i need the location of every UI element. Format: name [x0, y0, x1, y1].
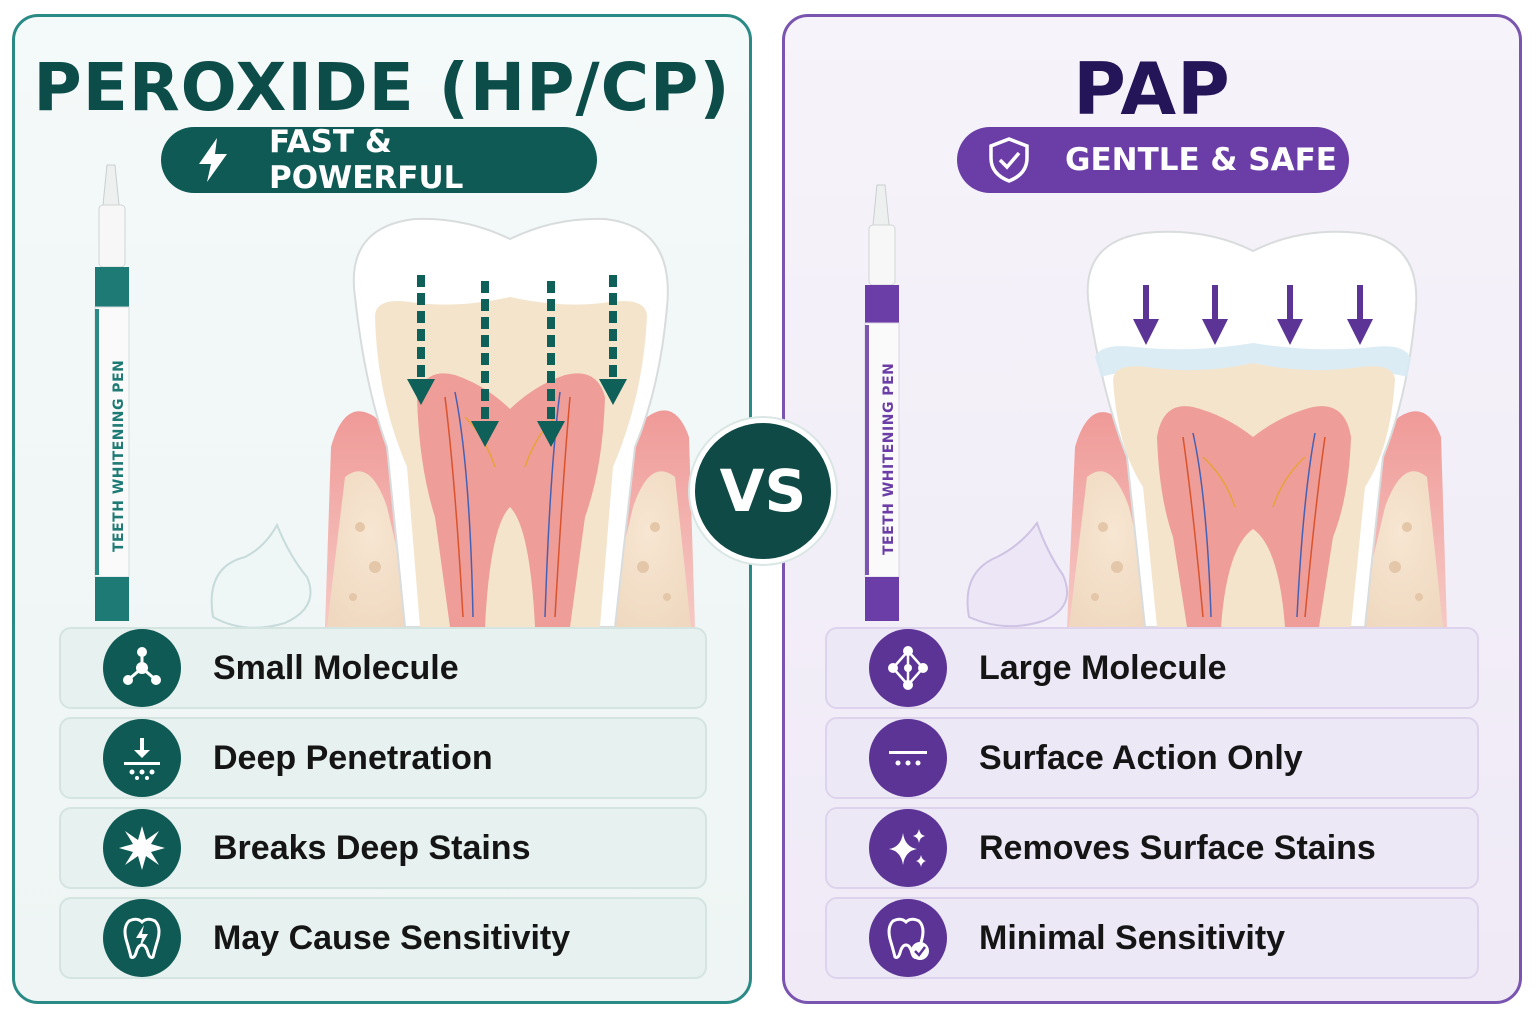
fast-powerful-badge: FAST & POWERFUL	[161, 124, 597, 196]
shield-check-icon	[987, 137, 1031, 183]
feature-label: Deep Penetration	[213, 738, 493, 777]
deep-penetration-arrows	[407, 275, 627, 447]
feature-label: Surface Action Only	[979, 738, 1303, 777]
feature-label: Breaks Deep Stains	[213, 828, 531, 867]
feature-row-breaks-deep-stains: Breaks Deep Stains	[59, 807, 707, 889]
tooth-cross-section	[352, 217, 669, 628]
badge-label: FAST & POWERFUL	[268, 124, 464, 196]
feature-label: Small Molecule	[213, 648, 459, 687]
feature-row-surface-action-only: Surface Action Only	[825, 717, 1479, 799]
feature-label: May Cause Sensitivity	[213, 918, 571, 957]
penetration-icon	[103, 719, 181, 797]
pen-label: TEETH WHITENING PEN	[881, 363, 897, 555]
gentle-safe-badge: GENTLE & SAFE	[957, 127, 1349, 193]
tooth-cross-section	[1086, 230, 1418, 628]
feature-label: Removes Surface Stains	[979, 828, 1376, 867]
peroxide-title: PEROXIDE (HP/CP)	[33, 49, 731, 126]
feature-row-small-molecule: Small Molecule	[59, 627, 707, 709]
whitening-pen: TEETH WHITENING PEN	[864, 184, 900, 621]
sparkle-icon	[869, 809, 947, 887]
vs-badge: VS	[690, 418, 836, 564]
peroxide-panel: PEROXIDE (HP/CP) FAST & POWERFUL TEETH W…	[12, 14, 752, 1004]
pen-label: TEETH WHITENING PEN	[111, 360, 127, 552]
feature-row-large-molecule: Large Molecule	[825, 627, 1479, 709]
feature-label: Large Molecule	[979, 648, 1227, 687]
tooth-check-icon	[869, 899, 947, 977]
surface-action-arrows	[1133, 285, 1373, 345]
whitening-pen: TEETH WHITENING PEN	[94, 164, 130, 621]
feature-row-deep-penetration: Deep Penetration	[59, 717, 707, 799]
gel-dollop	[966, 520, 1068, 628]
surface-icon	[869, 719, 947, 797]
molecule-icon	[103, 629, 181, 707]
tooth-lightning-icon	[103, 899, 181, 977]
badge-label: GENTLE & SAFE	[1065, 142, 1337, 178]
pap-illustration: TEETH WHITENING PEN	[864, 184, 1447, 628]
gel-dollop	[210, 522, 312, 629]
peroxide-feature-list: Small Molecule Deep Penetration Breaks D…	[59, 627, 707, 987]
pap-title: PAP	[1073, 47, 1231, 131]
feature-row-minimal-sensitivity: Minimal Sensitivity	[825, 897, 1479, 979]
feature-row-removes-surface-stains: Removes Surface Stains	[825, 807, 1479, 889]
lightning-icon	[191, 138, 235, 182]
pap-panel: PAP GENTLE & SAFE TEETH WHITENING PEN	[782, 14, 1522, 1004]
pap-feature-list: Large Molecule Surface Action Only Remov…	[825, 627, 1479, 987]
feature-row-may-cause-sensitivity: May Cause Sensitivity	[59, 897, 707, 979]
large-molecule-icon	[869, 629, 947, 707]
burst-icon	[103, 809, 181, 887]
feature-label: Minimal Sensitivity	[979, 918, 1286, 957]
peroxide-illustration: TEETH WHITENING PEN	[94, 164, 695, 629]
